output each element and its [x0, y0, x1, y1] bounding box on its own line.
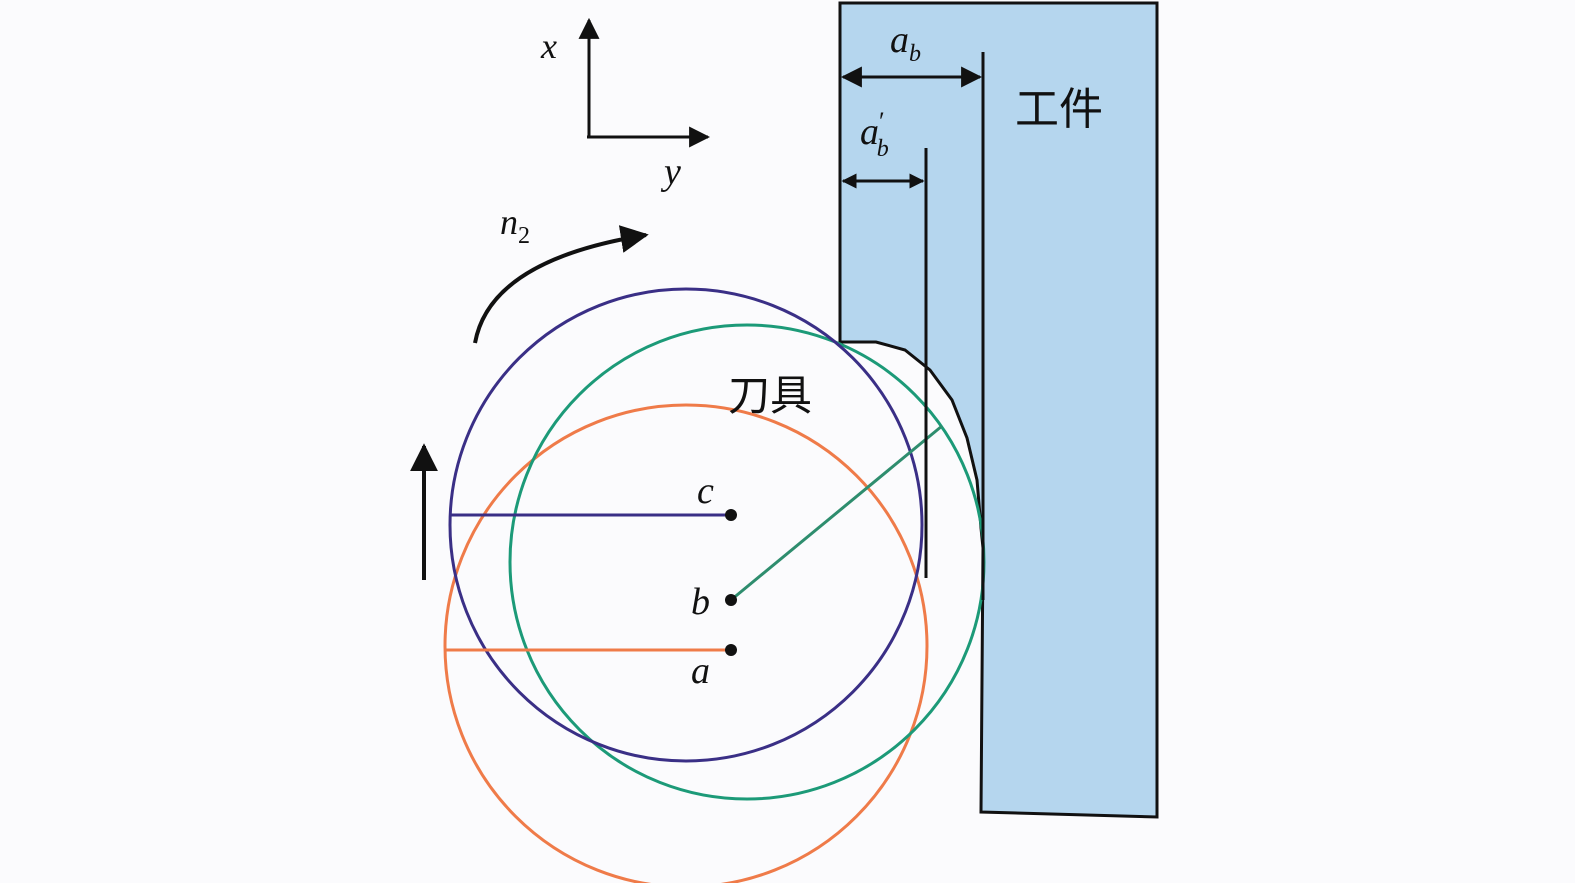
x-axis-label: x — [540, 26, 557, 66]
depth-label-ab-prime: a′b — [860, 107, 889, 162]
center-label-c: c — [697, 470, 714, 512]
workpiece-label: 工件 — [1015, 84, 1103, 135]
depth-label-ab: ab — [890, 19, 921, 67]
rotation-label: n2 — [500, 202, 530, 249]
center-point-a — [725, 644, 737, 656]
curved-arrow-icon — [473, 225, 649, 344]
y-axis-label: y — [660, 151, 681, 193]
center-label-b: b — [691, 581, 710, 623]
tool-circle-a — [443, 403, 929, 883]
center-point-b — [725, 594, 737, 606]
radius-line-b — [730, 424, 943, 602]
tool-label: 刀具 — [728, 371, 812, 420]
center-point-c — [725, 509, 737, 521]
workpiece-block — [838, 1, 1159, 819]
center-label-a: a — [691, 650, 710, 692]
tool-circle-c — [448, 287, 924, 763]
